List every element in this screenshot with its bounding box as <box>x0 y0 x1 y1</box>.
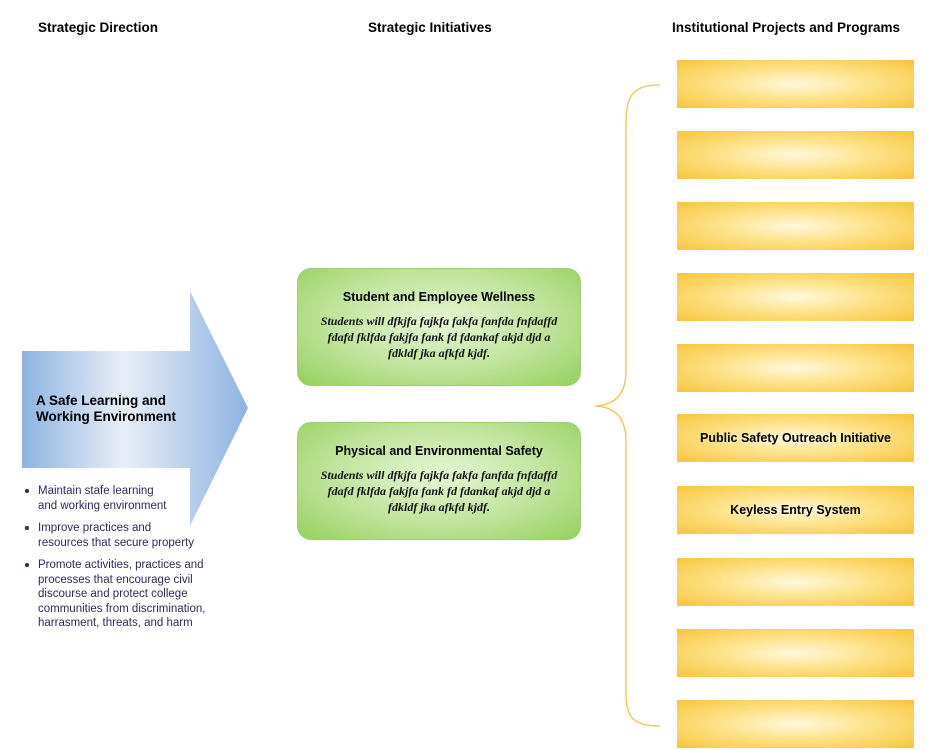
bullet-line: harrasment, threats, and harm <box>38 617 193 629</box>
initiative-desc-line: fdkldf jka afkfd kjdf. <box>388 346 490 360</box>
initiative-desc-line: fdkldf jka afkfd kjdf. <box>388 500 490 514</box>
bullet-dot-icon <box>25 489 29 493</box>
initiative-title: Physical and Environmental Safety <box>335 444 543 458</box>
bullet-item: Improve practices and resources that sec… <box>22 521 222 550</box>
direction-title-line: A Safe Learning and <box>36 393 167 408</box>
project-box-keyless-entry: Keyless Entry System <box>677 486 914 534</box>
direction-title-line: Working Environment <box>36 409 177 424</box>
strategic-direction-title: A Safe Learning and Working Environment <box>36 393 206 425</box>
project-box <box>677 344 914 392</box>
bullet-line: Improve practices and <box>38 522 152 534</box>
bullet-dot-icon <box>25 526 29 530</box>
project-box-public-safety-outreach: Public Safety Outreach Initiative <box>677 414 914 462</box>
initiative-desc-line: fdafd fklfda fakjfa fank fd fdankaf akjd… <box>327 484 551 498</box>
bullet-line: Maintain stafe learning <box>38 485 154 497</box>
strategic-initiatives-header: Strategic Initiatives <box>368 20 492 35</box>
bullet-line: discourse and protect college <box>38 588 188 600</box>
bullet-line: communities from discrimination, <box>38 602 206 615</box>
project-box <box>677 202 914 250</box>
bullet-line: and working environment <box>38 499 167 512</box>
project-box <box>677 629 914 677</box>
bullet-dot-icon <box>25 563 29 567</box>
initiative-title: Student and Employee Wellness <box>342 290 536 304</box>
bullet-item: Promote activities, practices and proces… <box>22 558 222 631</box>
initiative-box-safety: Physical and Environmental Safety Studen… <box>297 422 581 540</box>
initiative-box-wellness: Student and Employee Wellness Students w… <box>297 268 581 386</box>
project-box <box>677 131 914 179</box>
bullet-line: Promote activities, practices and <box>38 559 204 571</box>
direction-bullet-list: Maintain stafe learning and working envi… <box>22 484 222 639</box>
project-box <box>677 273 914 321</box>
project-box <box>677 60 914 108</box>
initiative-desc-line: Students will dfkjfa fajkfa fakfa fanfda… <box>320 314 558 328</box>
initiative-description: Students will dfkjfa fajkfa fakfa fanfda… <box>298 467 580 515</box>
project-box <box>677 558 914 606</box>
initiative-description: Students will dfkjfa fajkfa fakfa fanfda… <box>298 313 580 361</box>
initiative-desc-line: fdafd fklfda fakjfa fank fd fdankaf akjd… <box>327 330 551 344</box>
projects-programs-header: Institutional Projects and Programs <box>672 20 901 35</box>
project-box <box>677 700 914 748</box>
bullet-line: resources that secure property <box>38 536 194 549</box>
bullet-item: Maintain stafe learning and working envi… <box>22 484 222 513</box>
strategic-direction-header: Strategic Direction <box>38 20 159 35</box>
initiative-desc-line: Students will dfkjfa fajkfa fakfa fanfda… <box>320 468 558 482</box>
bullet-line: processes that encourage civil <box>38 573 193 586</box>
